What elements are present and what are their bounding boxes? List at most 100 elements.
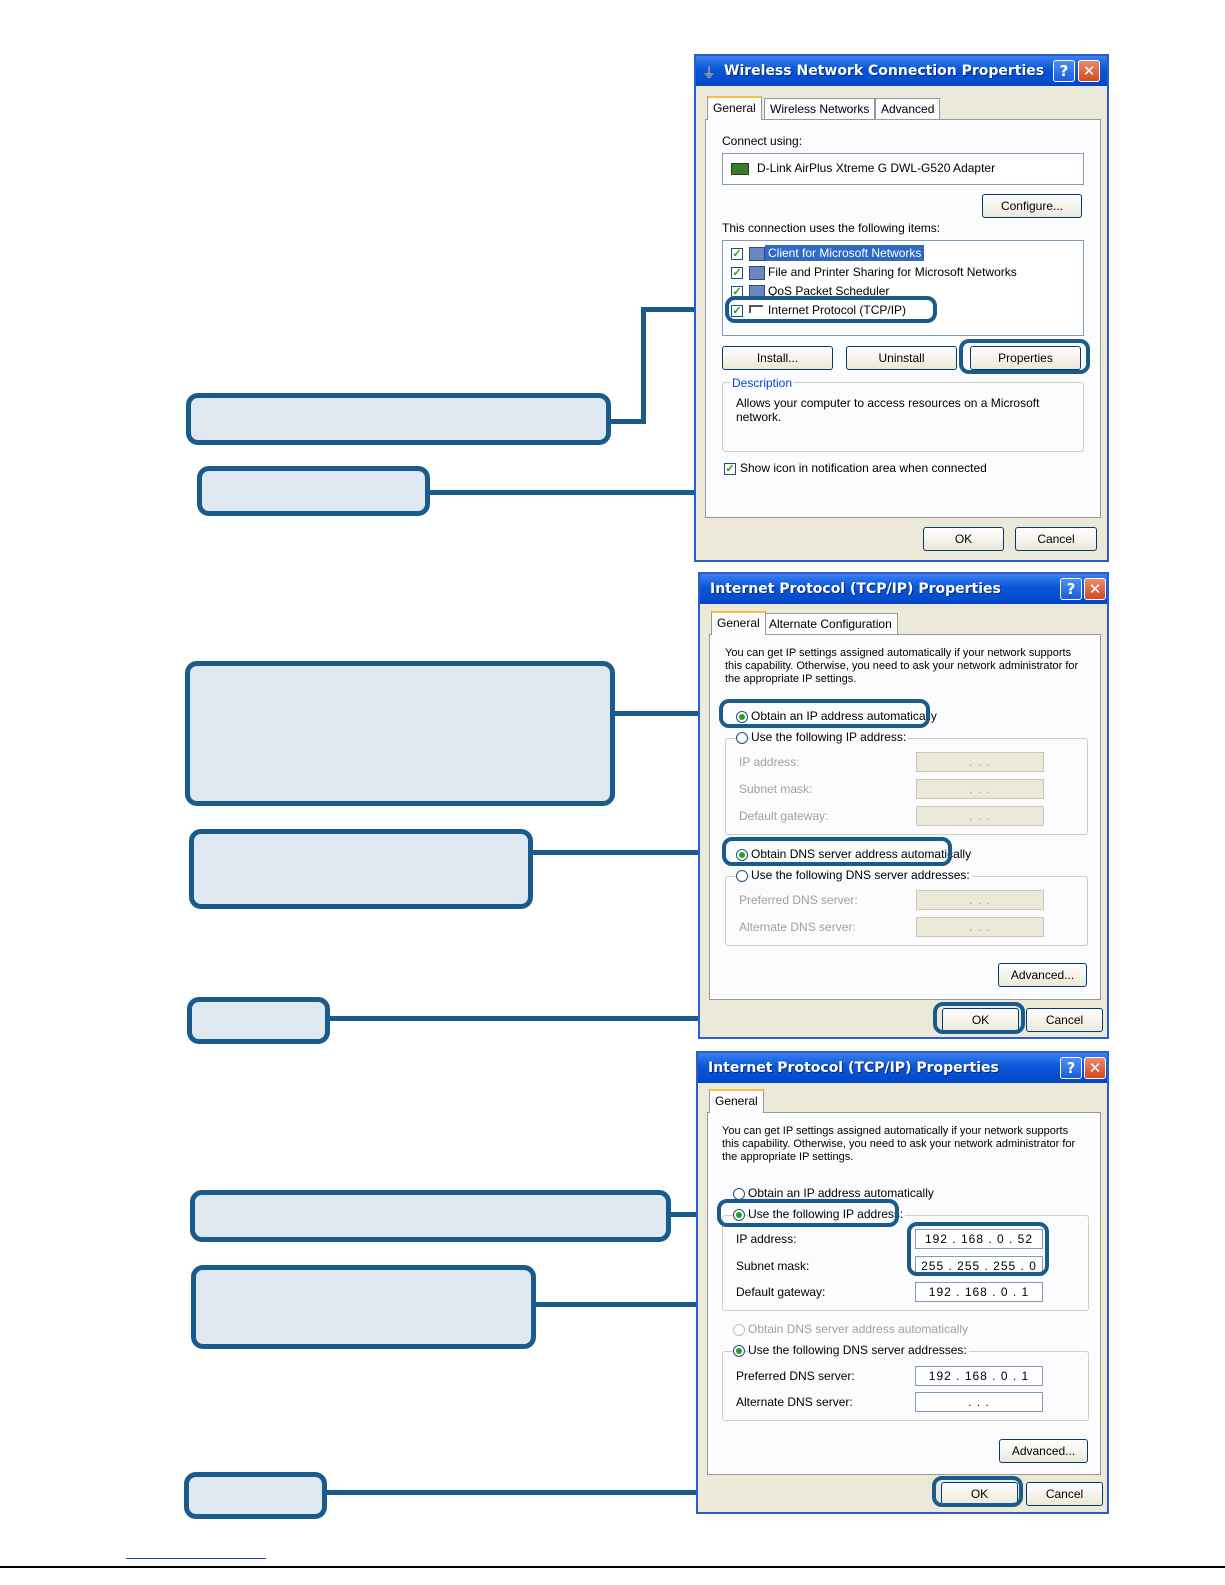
computer-icon — [749, 247, 765, 261]
alternate-dns-label: Alternate DNS server: — [739, 920, 856, 934]
alternate-dns-field[interactable]: . . . — [915, 1392, 1043, 1412]
tab-general[interactable]: General — [707, 96, 762, 120]
subnet-mask-field[interactable]: . . . — [916, 779, 1044, 799]
network-icon: ⏚ — [702, 65, 716, 81]
highlight-tcpip-item — [725, 296, 937, 323]
advanced-button[interactable]: Advanced... — [998, 963, 1087, 987]
callout-enter-ip — [191, 1265, 536, 1349]
use-dns-radio[interactable] — [736, 870, 748, 882]
connector-line — [669, 1212, 719, 1217]
connect-using-label: Connect using: — [722, 134, 803, 148]
highlight-use-ip — [717, 1199, 899, 1227]
preferred-dns-label: Preferred DNS server: — [736, 1369, 855, 1383]
help-button[interactable]: ? — [1060, 1057, 1082, 1079]
ok-button[interactable]: OK — [923, 527, 1004, 551]
use-ip-label: Use the following IP address: — [751, 730, 909, 744]
title-bar[interactable]: Internet Protocol (TCP/IP) Properties ? … — [700, 574, 1107, 604]
network-card-icon — [731, 163, 749, 175]
computer-icon — [749, 266, 765, 280]
cancel-button[interactable]: Cancel — [1015, 527, 1097, 551]
checkbox-checked[interactable]: ✓ — [731, 267, 743, 279]
callout-click-ok-2 — [184, 1472, 327, 1519]
advanced-button[interactable]: Advanced... — [999, 1439, 1088, 1463]
highlight-properties-button — [959, 339, 1090, 374]
obtain-dns-label: Obtain DNS server address automatically — [751, 847, 972, 861]
connector-line — [641, 307, 730, 312]
dialog-title: Wireless Network Connection Properties — [724, 63, 1045, 79]
connector-line — [609, 419, 646, 424]
close-button[interactable]: ✕ — [1078, 60, 1100, 82]
ip-address-label: IP address: — [739, 755, 800, 769]
use-dns-radio[interactable] — [733, 1345, 745, 1357]
uninstall-button[interactable]: Uninstall — [846, 346, 957, 370]
title-bar[interactable]: Wireless Network Connection Properties ⏚… — [696, 56, 1107, 86]
properties-button[interactable]: Properties — [970, 346, 1081, 370]
tab-general[interactable]: General — [711, 611, 766, 635]
obtain-ip-radio[interactable] — [736, 711, 748, 723]
obtain-ip-label: Obtain an IP address automatically — [751, 709, 937, 723]
callout-obtain-dns — [189, 829, 533, 909]
use-dns-label: Use the following DNS server addresses: — [748, 1343, 969, 1357]
general-panel: You can get IP settings assigned automat… — [709, 634, 1101, 1000]
close-button[interactable]: ✕ — [1084, 1057, 1106, 1079]
connector-line — [613, 711, 721, 716]
connector-line — [328, 1016, 936, 1021]
callout-use-ip — [190, 1190, 671, 1242]
close-button[interactable]: ✕ — [1084, 578, 1106, 600]
obtain-dns-radio[interactable] — [736, 849, 748, 861]
highlight-ok-button — [932, 1476, 1023, 1507]
cancel-button[interactable]: Cancel — [1026, 1008, 1103, 1032]
item-label: Client for Microsoft Networks — [765, 245, 925, 261]
ip-address-label: IP address: — [736, 1232, 797, 1246]
description-group — [722, 382, 1084, 452]
dialog-title: Internet Protocol (TCP/IP) Properties — [710, 581, 1001, 597]
configure-button[interactable]: Configure... — [982, 194, 1082, 218]
tab-alternate-configuration[interactable]: Alternate Configuration — [763, 613, 898, 634]
items-label: This connection uses the following items… — [722, 221, 941, 235]
adapter-name: D-Link AirPlus Xtreme G DWL-G520 Adapter — [757, 161, 996, 175]
ip-address-field[interactable]: 192 . 168 . 0 . 52 — [915, 1229, 1043, 1249]
dialog-title: Internet Protocol (TCP/IP) Properties — [708, 1060, 999, 1076]
page-footer-rule — [0, 1566, 1225, 1568]
adapter-box: D-Link AirPlus Xtreme G DWL-G520 Adapter — [722, 153, 1084, 185]
title-bar[interactable]: Internet Protocol (TCP/IP) Properties ? … — [698, 1053, 1107, 1083]
list-item[interactable]: ✓ File and Printer Sharing for Microsoft… — [731, 264, 1071, 282]
tab-general[interactable]: General — [709, 1089, 764, 1113]
alternate-dns-field[interactable]: . . . — [916, 917, 1044, 937]
connector-line — [641, 307, 646, 424]
gateway-field[interactable]: . . . — [916, 806, 1044, 826]
list-item[interactable]: ✓ Client for Microsoft Networks — [731, 245, 1071, 263]
highlight-obtain-ip — [719, 699, 930, 728]
tab-advanced[interactable]: Advanced — [875, 98, 941, 119]
list-item[interactable]: ✓ QoS Packet Scheduler — [731, 283, 1071, 301]
intro-text: You can get IP settings assigned automat… — [722, 1125, 1076, 1163]
preferred-dns-field[interactable]: 192 . 168 . 0 . 1 — [915, 1366, 1043, 1386]
item-label: File and Printer Sharing for Microsoft N… — [768, 265, 1017, 279]
obtain-dns-radio[interactable] — [733, 1324, 745, 1336]
show-icon-checkbox[interactable]: ✓ — [724, 463, 736, 475]
footer-link-underline — [126, 1558, 266, 1559]
gateway-label: Default gateway: — [739, 809, 829, 823]
install-button[interactable]: Install... — [722, 346, 833, 370]
callout-click-ok-1 — [187, 997, 330, 1044]
gateway-field[interactable]: 192 . 168 . 0 . 1 — [915, 1282, 1043, 1302]
callout-select-tcpip — [186, 393, 611, 445]
ip-group — [722, 1215, 1089, 1311]
subnet-mask-label: Subnet mask: — [739, 782, 813, 796]
subnet-mask-field[interactable]: 255 . 255 . 255 . 0 — [915, 1256, 1043, 1276]
help-button[interactable]: ? — [1053, 60, 1075, 82]
use-dns-label: Use the following DNS server addresses: — [751, 868, 972, 882]
tab-wireless-networks[interactable]: Wireless Networks — [764, 98, 876, 119]
connector-line — [531, 850, 724, 855]
cancel-button[interactable]: Cancel — [1026, 1482, 1103, 1506]
use-ip-radio[interactable] — [736, 732, 748, 744]
ip-address-field[interactable]: . . . — [916, 752, 1044, 772]
description-label: Description — [730, 376, 795, 390]
checkbox-checked[interactable]: ✓ — [731, 248, 743, 260]
highlight-ip-subnet-fields — [907, 1222, 1049, 1276]
preferred-dns-field[interactable]: . . . — [916, 890, 1044, 910]
tcpip-properties-dialog-static: Internet Protocol (TCP/IP) Properties ? … — [696, 1051, 1109, 1514]
description-text: Allows your computer to access resources… — [736, 396, 1040, 424]
help-button[interactable]: ? — [1060, 578, 1082, 600]
use-ip-radio[interactable] — [733, 1209, 745, 1221]
